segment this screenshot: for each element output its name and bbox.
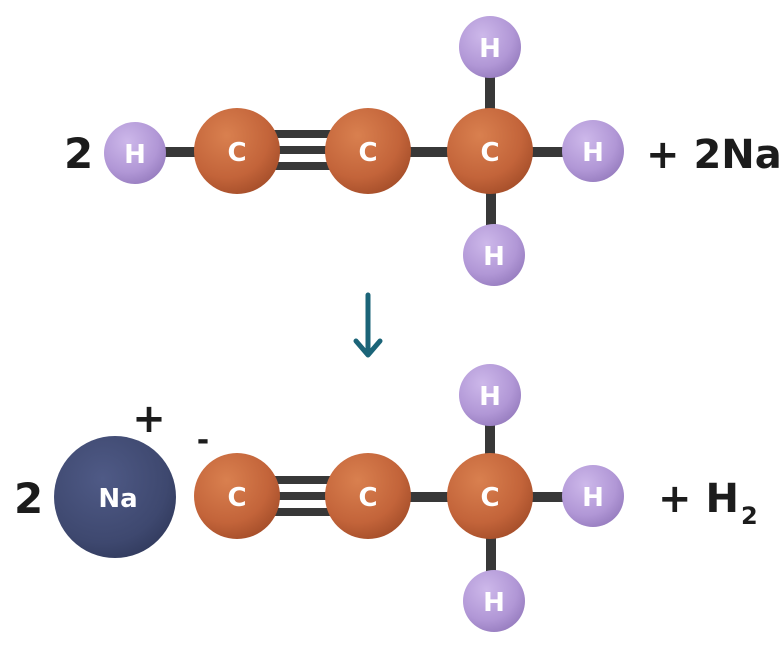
atom-c2: C (325, 108, 411, 194)
product-propynide-anion: C C C H H H (194, 364, 624, 632)
triple-bond-line-1 (270, 130, 332, 138)
triple-bond-line-3 (270, 162, 332, 170)
product-atom-c2: C (325, 453, 411, 539)
product-triple-bond-line-2 (270, 492, 332, 500)
product-atom-h-top-label: H (479, 382, 501, 412)
triple-bond-line-2 (270, 146, 332, 154)
product-bond-c3-h-bottom (486, 535, 496, 580)
atom-c1: C (194, 108, 280, 194)
atom-h-left-label: H (124, 140, 146, 170)
bond-c3-h-right (530, 147, 570, 157)
atom-h-bottom: H (463, 224, 525, 286)
reagent-sodium: + 2Na (646, 132, 780, 178)
atom-h-top-label: H (479, 34, 501, 64)
atom-h-left: H (104, 122, 166, 184)
bond-c2-c3 (405, 147, 455, 157)
product-atom-c3-label: C (480, 483, 499, 513)
product-coefficient: 2 (14, 474, 43, 523)
atom-h-right: H (562, 120, 624, 182)
product-atom-h-right: H (562, 465, 624, 527)
hydrogen-gas-label: + H (658, 476, 739, 522)
atom-h-top: H (459, 16, 521, 78)
product-atom-h-bottom: H (463, 570, 525, 632)
bond-c3-h-bottom (486, 190, 496, 235)
sodium-label: Na (98, 484, 137, 514)
product-bond-c2-c3 (405, 492, 455, 502)
product-atom-c1: C (194, 453, 280, 539)
hydrogen-gas-subscript: 2 (741, 502, 758, 530)
down-arrow-icon (353, 292, 383, 358)
reactant-bonds (160, 70, 570, 235)
bond-c3-h-top (485, 70, 495, 120)
product-atom-h-top: H (459, 364, 521, 426)
reactant-propyne: H C C C H H H (104, 16, 624, 286)
product-bond-c3-h-top (485, 418, 495, 463)
atom-c3: C (447, 108, 533, 194)
product-triple-bond-line-3 (270, 508, 332, 516)
anion-charge: - (197, 423, 209, 458)
atom-h-bottom-label: H (483, 242, 505, 272)
product-atom-c1-label: C (227, 483, 246, 513)
product-hydrogen-gas: + H 2 (658, 476, 758, 530)
product-atom-c3: C (447, 453, 533, 539)
reactant-coefficient: 2 (64, 129, 93, 178)
sodium-cation: Na (54, 436, 176, 558)
atom-c1-label: C (227, 138, 246, 168)
product-bonds (270, 418, 570, 580)
bond-h-c1 (160, 147, 210, 157)
product-atom-c2-label: C (358, 483, 377, 513)
sodium-charge: + (132, 396, 166, 442)
atom-c2-label: C (358, 138, 377, 168)
product-triple-bond-line-1 (270, 476, 332, 484)
atom-c3-label: C (480, 138, 499, 168)
product-atom-h-right-label: H (582, 483, 604, 513)
product-atom-h-bottom-label: H (483, 588, 505, 618)
atom-h-right-label: H (582, 138, 604, 168)
product-bond-c3-h-right (530, 492, 570, 502)
